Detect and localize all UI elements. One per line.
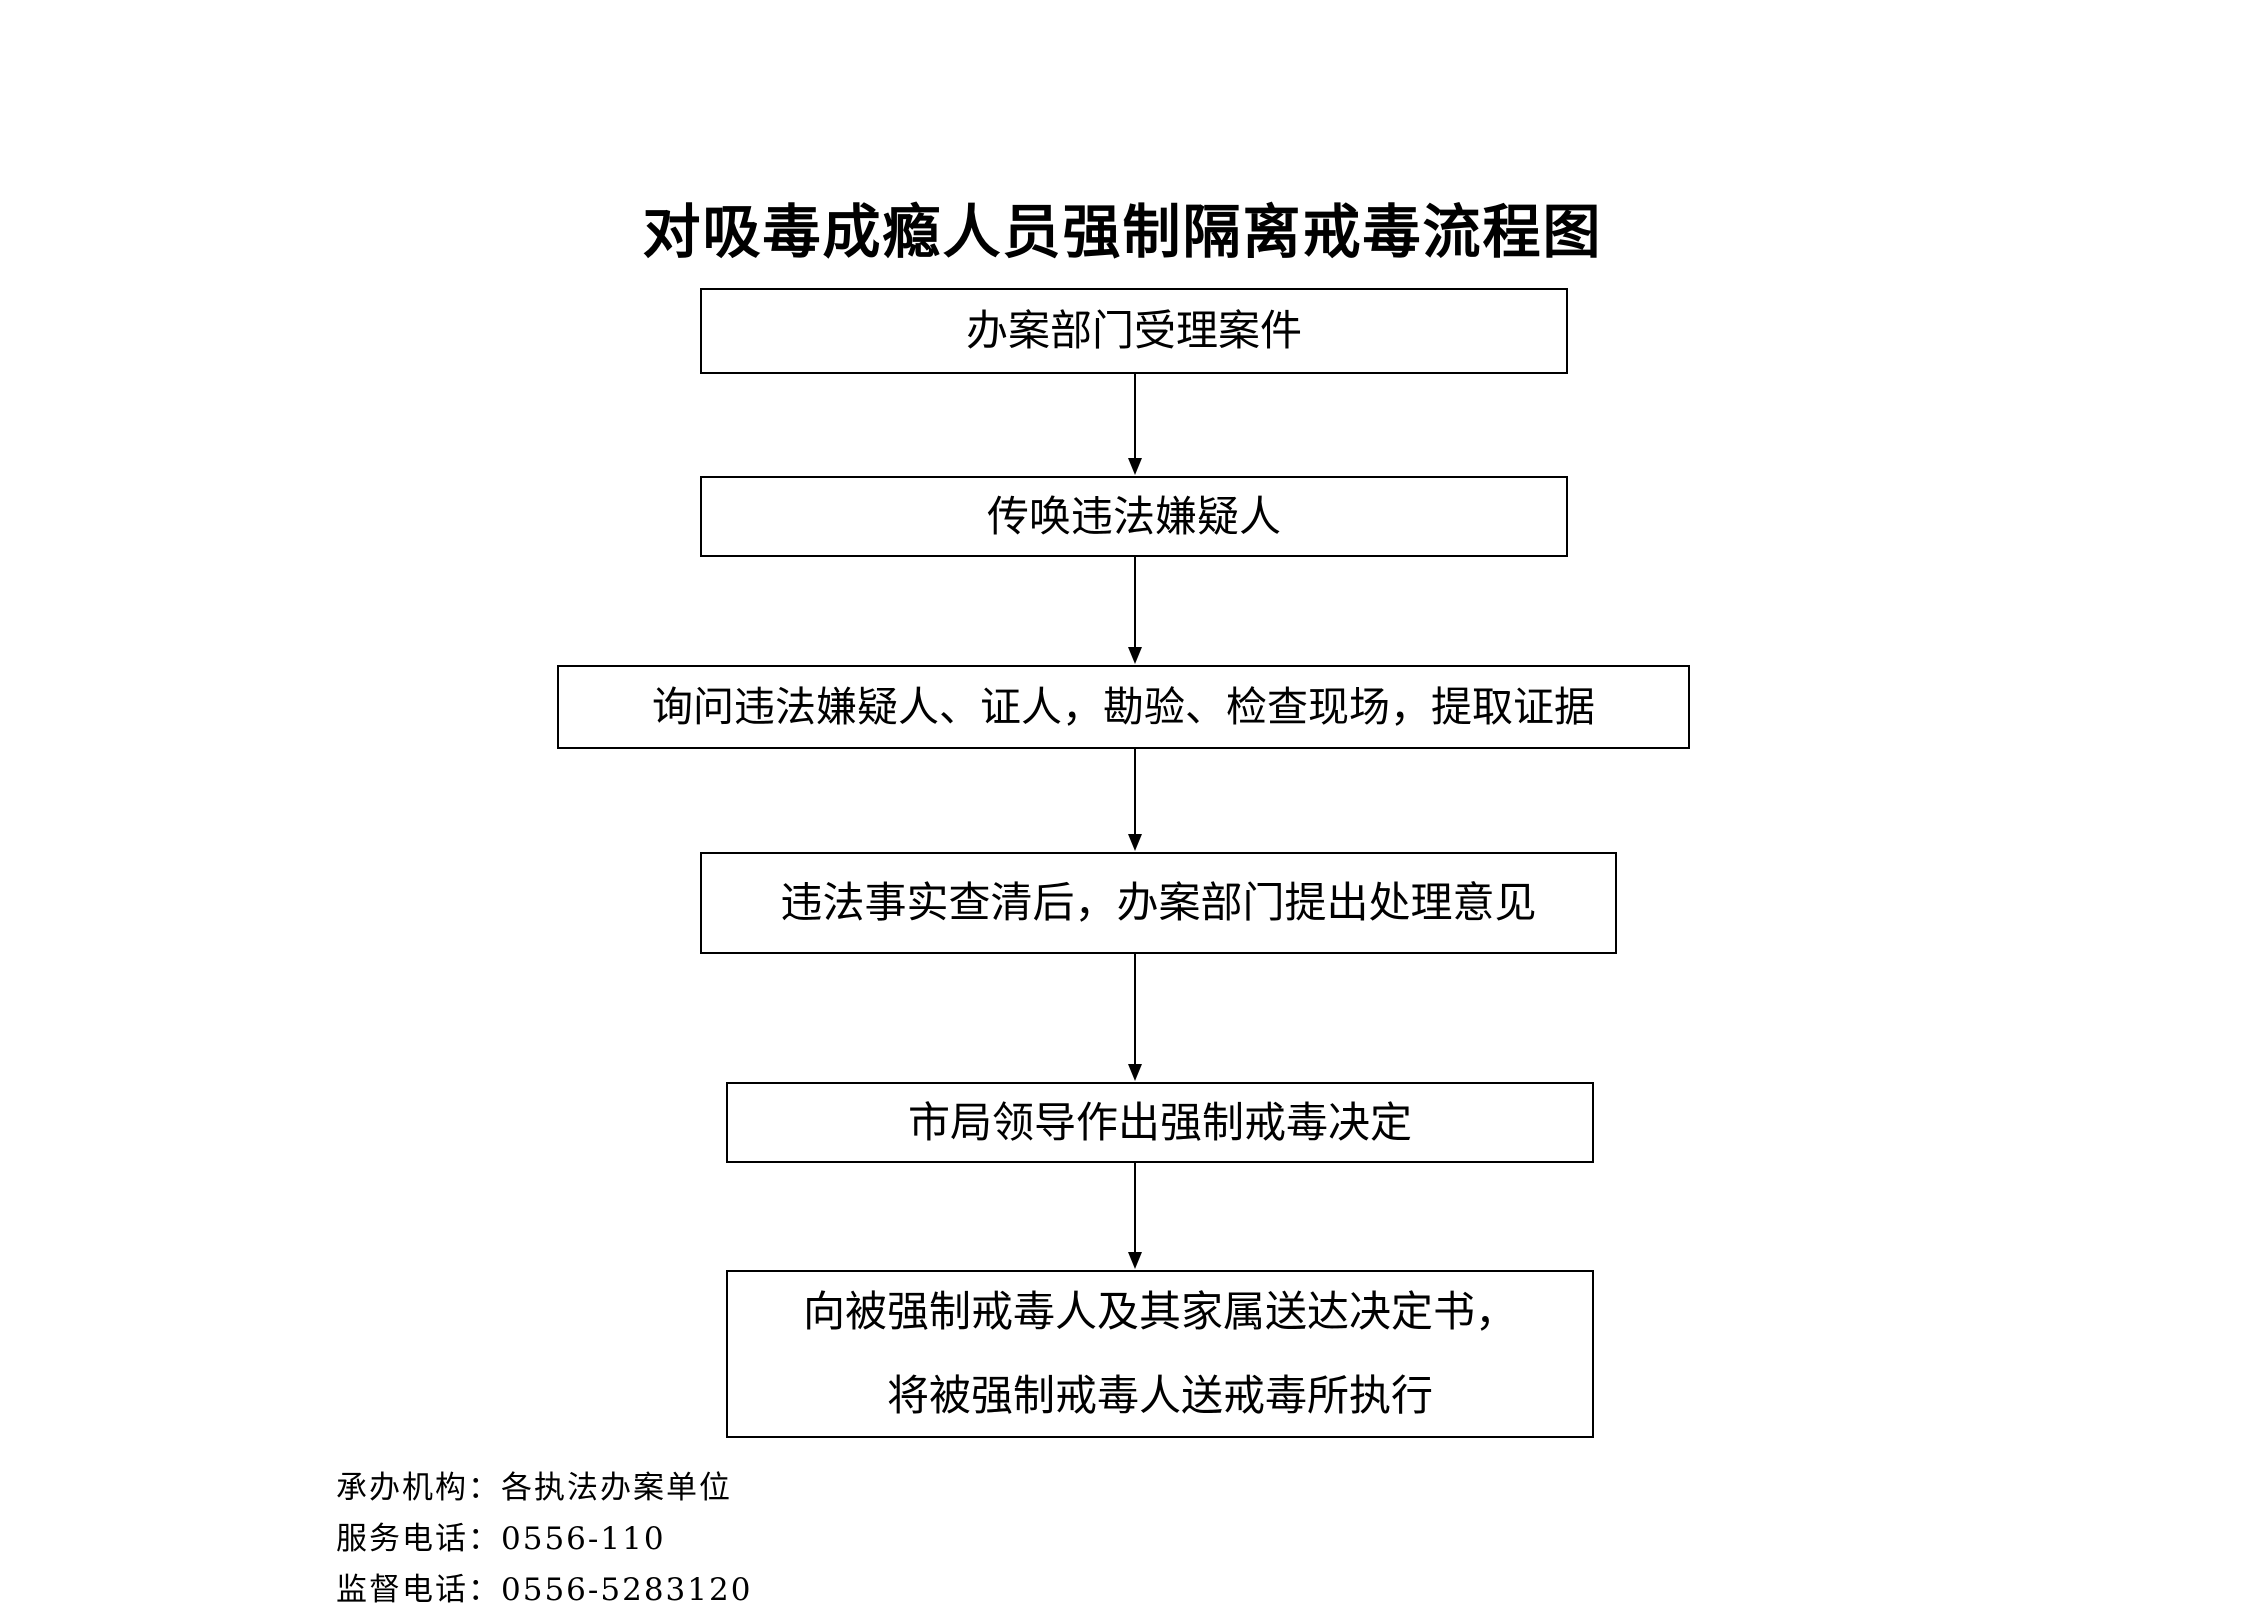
footer-service-phone-label: 服务电话： [336,1521,501,1557]
arrow-2-to-3 [1128,557,1142,664]
step-6-text-line-2: 将被强制戒毒人送戒毒所执行 [886,1371,1433,1420]
arrow-4-to-5 [1128,954,1142,1081]
step-5-text: 市局领导作出强制戒毒决定 [907,1097,1412,1147]
step-6-text-line-1: 向被强制戒毒人及其家属送达决定书， [802,1287,1517,1336]
step-1-box: 办案部门受理案件 [700,288,1568,374]
footer-service-phone: 服务电话：0556-110 [336,1519,666,1559]
step-2-box: 传唤违法嫌疑人 [700,476,1568,557]
footer-complaint-phone-label: 监督电话： [336,1572,501,1608]
arrow-1-to-2 [1128,374,1142,475]
footer-agency-label: 承办机构： [336,1470,501,1506]
step-1-text: 办案部门受理案件 [965,306,1302,355]
step-3-text: 询问违法嫌疑人、证人，勘验、检查现场，提取证据 [652,683,1595,731]
step-6-box: 向被强制戒毒人及其家属送达决定书， 将被强制戒毒人送戒毒所执行 [726,1270,1594,1438]
footer-agency: 承办机构：各执法办案单位 [336,1468,732,1508]
arrow-3-to-4 [1128,749,1142,851]
footer-agency-value: 各执法办案单位 [501,1470,732,1506]
footer-complaint-phone-value: 0556-5283120 [501,1572,753,1608]
step-3-box: 询问违法嫌疑人、证人，勘验、检查现场，提取证据 [557,665,1690,749]
step-4-box: 违法事实查清后，办案部门提出处理意见 [700,852,1617,954]
footer-complaint-phone: 监督电话：0556-5283120 [336,1570,752,1610]
arrow-5-to-6 [1128,1163,1142,1269]
page-title: 对吸毒成瘾人员强制隔离戒毒流程图 [642,198,1603,266]
step-2-text: 传唤违法嫌疑人 [986,491,1281,541]
step-4-text: 违法事实查清后，办案部门提出处理意见 [780,878,1537,927]
step-5-box: 市局领导作出强制戒毒决定 [726,1082,1594,1163]
footer-service-phone-value: 0556-110 [501,1521,666,1557]
